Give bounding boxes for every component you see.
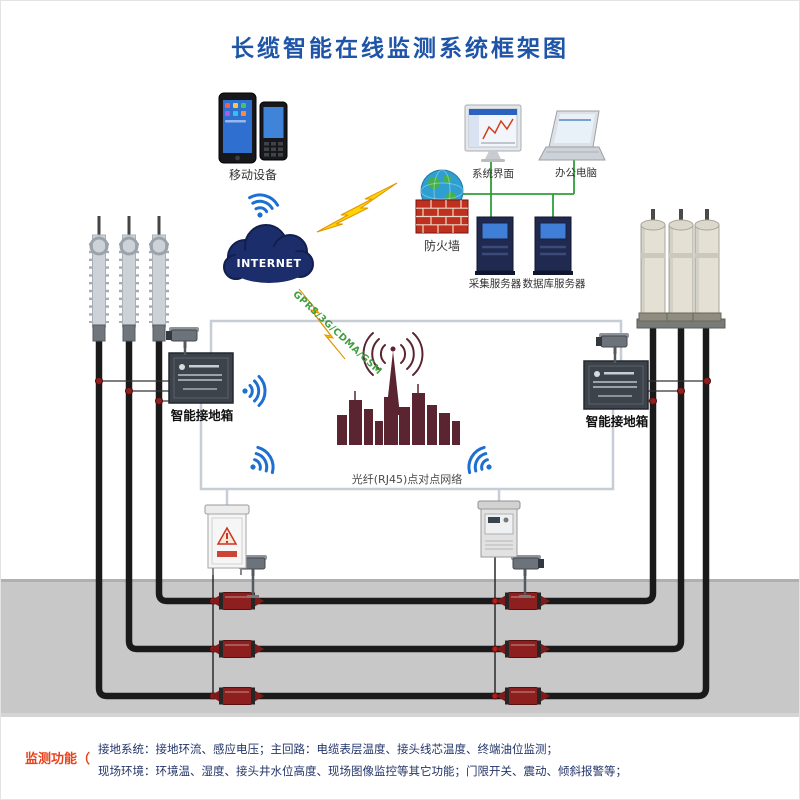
wifi-icon-top (243, 190, 281, 223)
smart-ground-box-left-label: 智能接地箱 (170, 408, 234, 423)
power-cable-middle (125, 327, 685, 653)
lightning-bolt-1 (316, 182, 398, 233)
collect-server-label: 采集服务器 (468, 278, 522, 290)
internet-cloud-icon (223, 224, 314, 283)
monitor-cabinet-right (477, 500, 521, 558)
database-server-icon (533, 216, 573, 275)
fiber-link-label: 光纤(RJ45)点对点网络 (351, 473, 463, 486)
wifi-icon-left-low (241, 442, 280, 483)
footer-line2: 现场环境：环境温、湿度、接头井水位高度、现场图像监控等其它功能；门限开关、震动、… (98, 764, 627, 778)
collect-server-icon (475, 216, 515, 275)
smart-ground-box-right (583, 360, 649, 410)
mobile-phone-icon (259, 101, 288, 161)
cctv-camera-upper-right (594, 331, 631, 363)
cable-termination-left (89, 216, 169, 342)
lightning-bolt-2 (298, 288, 346, 360)
office-pc-label: 办公电脑 (555, 167, 597, 179)
cctv-camera-lower-left (232, 553, 269, 598)
cable-termination-right (636, 209, 726, 329)
internet-label: INTERNET (236, 257, 302, 270)
power-cable-top (155, 327, 657, 605)
firewall-icon (415, 169, 469, 234)
tablet-icon (218, 92, 257, 164)
wifi-icon-left-mid (240, 375, 267, 407)
office-laptop-icon (538, 110, 606, 161)
cctv-camera-upper-left (164, 325, 201, 355)
monitor-cabinet-left (204, 504, 250, 575)
smart-ground-box-left (168, 352, 234, 404)
sensor-wires (212, 557, 496, 696)
system-ui-monitor-icon (464, 104, 522, 162)
db-server-label: 数据库服务器 (522, 278, 586, 290)
power-cable-bottom (95, 327, 710, 700)
system-ui-label: 系统界面 (472, 168, 514, 180)
footer-line1: 接地系统：接地环流、感应电压；主回路：电缆表层温度、接头线芯温度、终端油位监测； (98, 742, 558, 756)
cctv-camera-lower-right (509, 553, 546, 598)
mobile-device-label: 移动设备 (228, 168, 277, 182)
broadcast-tower-icon (362, 332, 424, 415)
diagram-title: 长缆智能在线监测系统框架图 (231, 36, 569, 62)
grounding-connection-dots (95, 377, 711, 405)
firewall-label: 防火墙 (423, 239, 460, 253)
footer-heading: 监测功能（ (25, 752, 91, 767)
smart-ground-box-right-label: 智能接地箱 (585, 414, 649, 429)
power-cables (95, 327, 710, 700)
lan-lines (463, 160, 575, 217)
